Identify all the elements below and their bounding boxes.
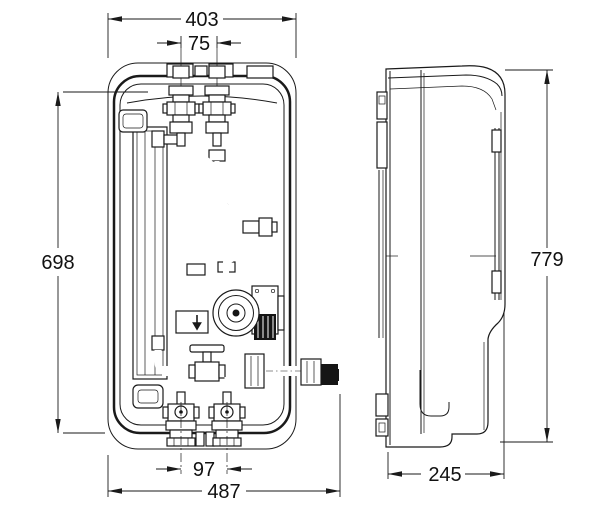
dimensions: 403 75 698 bbox=[36, 7, 570, 503]
pump bbox=[212, 289, 260, 337]
dim-label-75: 75 bbox=[188, 33, 210, 55]
pipe-main-sweep bbox=[179, 141, 242, 224]
side-view bbox=[375, 65, 506, 448]
dim-bottom-port-spacing: 97 bbox=[156, 402, 252, 481]
pump-motor bbox=[251, 285, 285, 340]
top-port-valve-left bbox=[162, 65, 200, 147]
dim-label-97: 97 bbox=[193, 459, 215, 481]
side-body-outline bbox=[385, 65, 506, 448]
dim-label-245: 245 bbox=[428, 464, 461, 486]
union-nut bbox=[244, 353, 265, 389]
front-view bbox=[107, 48, 339, 450]
lower-manifold bbox=[154, 344, 339, 389]
dim-top-port-spacing: 75 bbox=[157, 33, 241, 55]
dim-label-779: 779 bbox=[530, 249, 563, 271]
wall-bracket-strip bbox=[375, 91, 389, 437]
heat-exchanger bbox=[118, 109, 179, 380]
dim-label-403: 403 bbox=[185, 9, 218, 31]
dim-label-698: 698 bbox=[41, 252, 74, 274]
flow-indicator bbox=[175, 310, 209, 334]
drain-valve-knob bbox=[321, 364, 338, 385]
top-port-valve-right bbox=[198, 65, 236, 147]
hinge-channel bbox=[491, 128, 502, 300]
dim-front-overall-width: 487 bbox=[107, 394, 341, 503]
dim-side-depth: 245 bbox=[387, 312, 505, 486]
mid-side-port bbox=[223, 217, 278, 290]
dim-front-height: 698 bbox=[36, 91, 148, 434]
mounting-bracket bbox=[132, 384, 164, 409]
dim-label-487: 487 bbox=[207, 481, 240, 503]
dim-front-width: 403 bbox=[107, 7, 297, 58]
dim-side-height: 779 bbox=[500, 69, 570, 443]
valve-t-handle bbox=[189, 344, 225, 353]
cover-bottom-step bbox=[419, 370, 450, 417]
